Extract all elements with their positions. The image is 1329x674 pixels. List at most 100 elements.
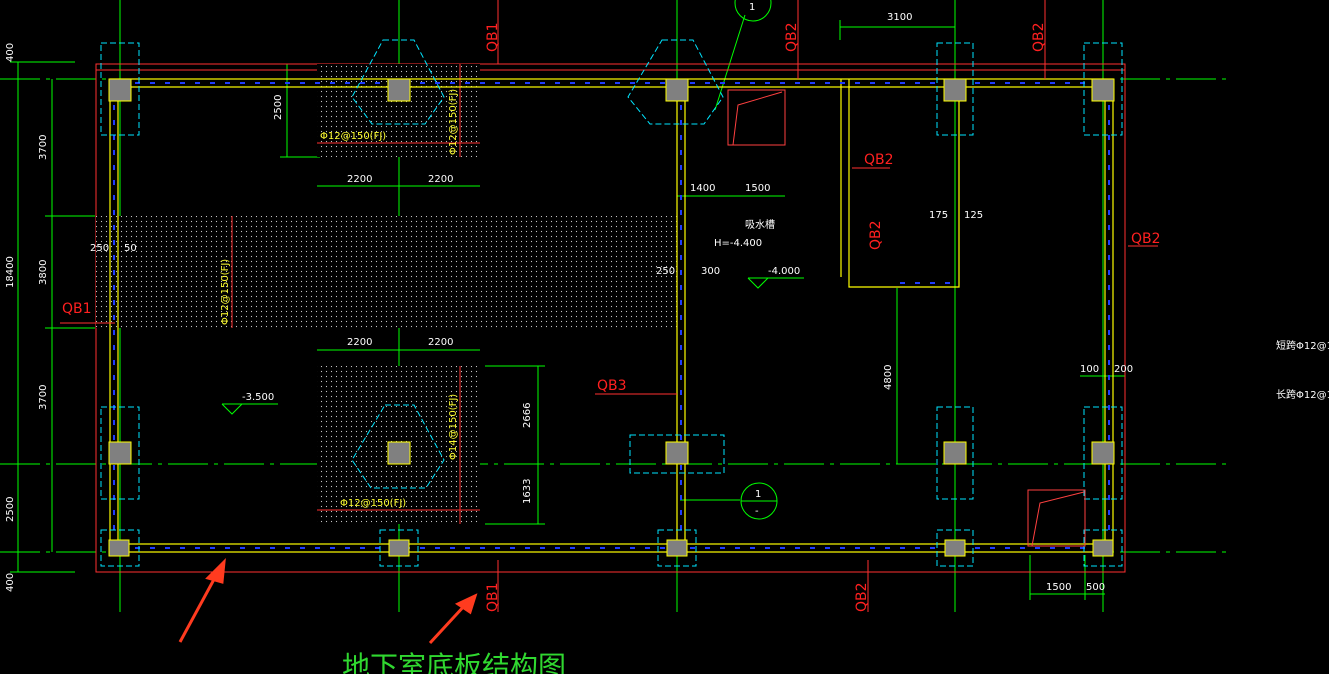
section-mid-sub: - [755,506,759,517]
cap-c1-tri[interactable] [627,39,724,125]
dim-175: 175 [929,210,948,221]
dim-125: 125 [964,210,983,221]
col-c1[interactable] [665,78,689,102]
col-e1[interactable] [943,78,967,102]
col-f1[interactable] [1091,78,1115,102]
cap-b3[interactable] [379,529,419,567]
section-circle-top[interactable] [734,0,772,22]
label-qb1-top[interactable]: QB1 [485,22,501,52]
dim-2500-top: 2500 [273,95,284,120]
left-dim-400-bottom: 400 [5,573,16,592]
cap-f2[interactable] [1083,406,1123,500]
rebar-note-long-span[interactable]: 长跨Φ12@150 [1276,389,1329,401]
label-qb2-inner-b[interactable]: QB2 [868,220,884,250]
dim-4800: 4800 [883,365,894,390]
level-symbols [221,277,804,415]
col-e3[interactable] [944,539,966,557]
wall-rebar-marks [113,82,1110,549]
rebar-note-bottom-v[interactable]: Φ14@150(FJ) [448,394,459,460]
cap-b2-tri[interactable] [351,404,445,489]
col-f2[interactable] [1091,441,1115,465]
arrow-right-head [454,593,478,615]
arrow-left-head [205,557,226,584]
col-e2[interactable] [943,441,967,465]
rebar-note-short-span[interactable]: 短跨Φ12@150 [1276,339,1329,352]
section-markers [734,0,778,520]
cap-a1[interactable] [100,42,140,136]
cap-e2[interactable] [936,406,974,500]
retaining-walls [109,78,1114,553]
opening-bottom[interactable] [1027,489,1086,547]
cap-e3[interactable] [936,529,974,567]
cap-c2[interactable] [629,434,725,474]
label-qb1-left[interactable]: QB1 [62,301,92,317]
label-qb2-top-mid[interactable]: QB2 [784,22,800,52]
rebar-notes: Φ12@150(FJ) Φ12@150(FJ) Φ12@150(FJ) Φ14@… [220,89,1329,509]
pit-labels: 吸水槽 H=-4.400 -4.000 -3.500 [242,218,800,403]
rebar-note-strip-v[interactable]: Φ12@150(FJ) [220,259,231,325]
wall-outer[interactable] [109,78,1114,553]
opening-top[interactable] [727,89,786,146]
dim-2200-a: 2200 [347,174,372,185]
rebar-note-top-h[interactable]: Φ12@150(FJ) [320,131,386,142]
col-b3[interactable] [388,539,410,557]
annotation-arrows [178,557,478,645]
wall-labels: QB1 QB2 QB2 QB1 QB2 QB2 QB2 QB3 QB1 QB2 [62,22,1161,612]
pit-depth: H=-4.400 [714,238,762,249]
arrow-right-shaft [428,602,468,645]
section-top-number: 1 [749,2,755,13]
col-f3[interactable] [1092,539,1114,557]
col-a3[interactable] [108,539,130,557]
cap-f3[interactable] [1083,529,1123,567]
dim-250-mid: 250 [656,266,675,277]
leader-top [714,14,746,111]
wall-inner [117,86,1106,545]
dim-1400: 1400 [690,183,715,194]
col-b1[interactable] [387,78,411,102]
opening-bottom-diag [1031,491,1085,547]
dim-2666: 2666 [522,403,533,428]
cap-b1-tri[interactable] [351,39,445,125]
col-c2[interactable] [665,441,689,465]
label-qb2-top-right[interactable]: QB2 [1031,22,1047,52]
dim-2200-d: 2200 [428,337,453,348]
label-leaders [60,0,1158,612]
col-b2[interactable] [387,441,411,465]
dim-1633: 1633 [522,479,533,504]
rebar-note-bottom-h[interactable]: Φ12@150(FJ) [340,498,406,509]
label-qb2-right[interactable]: QB2 [1131,231,1161,247]
cap-c3[interactable] [657,529,697,567]
openings [727,89,1086,547]
drawing-title: 地下室底板结构图 [342,650,566,674]
opening-top-diag [732,91,783,146]
wall-pit-outline[interactable] [848,79,960,288]
left-dim-2500: 2500 [5,497,16,522]
dim-1500-bottom: 1500 [1046,582,1071,593]
col-c3[interactable] [666,539,688,557]
cap-e1[interactable] [936,42,974,136]
cap-a3[interactable] [100,529,140,567]
dim-200: 200 [1114,364,1133,375]
col-a1[interactable] [108,78,132,102]
dim-1500-top: 1500 [745,183,770,194]
dim-50-left: 50 [124,243,137,254]
pit-level: -4.000 [768,266,800,277]
label-qb2-inner-a[interactable]: QB2 [864,152,894,168]
left-dim-3700-b: 3700 [38,385,49,410]
pit-name[interactable]: 吸水槽 [745,218,775,231]
section-marker-texts: 1 1 - [749,2,761,517]
label-qb2-bottom[interactable]: QB2 [854,582,870,612]
label-qb3[interactable]: QB3 [597,378,627,394]
slab-zone-strip[interactable] [96,216,677,328]
dim-500: 500 [1086,582,1105,593]
label-qb1-bottom[interactable]: QB1 [485,582,501,612]
left-dim-3800: 3800 [38,260,49,285]
slab-level: -3.500 [242,392,274,403]
rebar-note-top-v[interactable]: Φ12@150(FJ) [448,89,459,155]
left-dim-3700-a: 3700 [38,135,49,160]
cap-a2[interactable] [100,406,140,500]
cap-f1[interactable] [1083,42,1123,136]
col-a2[interactable] [108,441,132,465]
